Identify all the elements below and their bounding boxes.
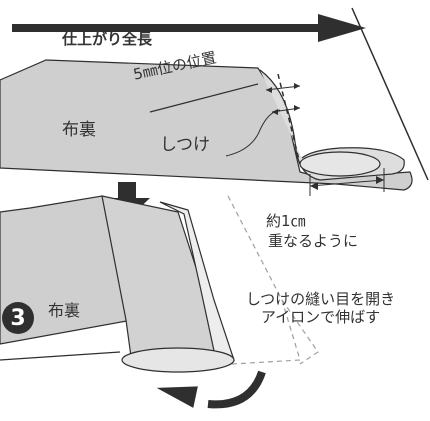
overlap-label-line2: 重なるように xyxy=(268,232,359,250)
basting-label: しつけ xyxy=(160,135,210,155)
finished-length-arrow xyxy=(12,14,366,42)
curved-arrow xyxy=(156,370,266,409)
open-seam-label: しつけの縫い目を開き アイロンで伸ばす xyxy=(246,290,395,326)
finished-edge-line xyxy=(351,7,429,181)
overlap-label-line1: 約1㎝ xyxy=(266,212,306,230)
fabric-top xyxy=(0,59,413,196)
finished-length-label: 仕上がり全長 xyxy=(62,30,153,48)
wrong-side-label-bottom: 布裏 xyxy=(48,301,81,320)
wrong-side-label-top: 布裏 xyxy=(62,120,96,140)
step-number-badge: 3 xyxy=(2,302,34,334)
fabric-bottom xyxy=(0,195,319,373)
open-seam-label-line2: アイロンで伸ばす xyxy=(260,308,381,326)
overlap-label: 約1㎝ 重なるように xyxy=(266,211,358,251)
open-seam-label-line1: しつけの縫い目を開き xyxy=(246,290,396,308)
